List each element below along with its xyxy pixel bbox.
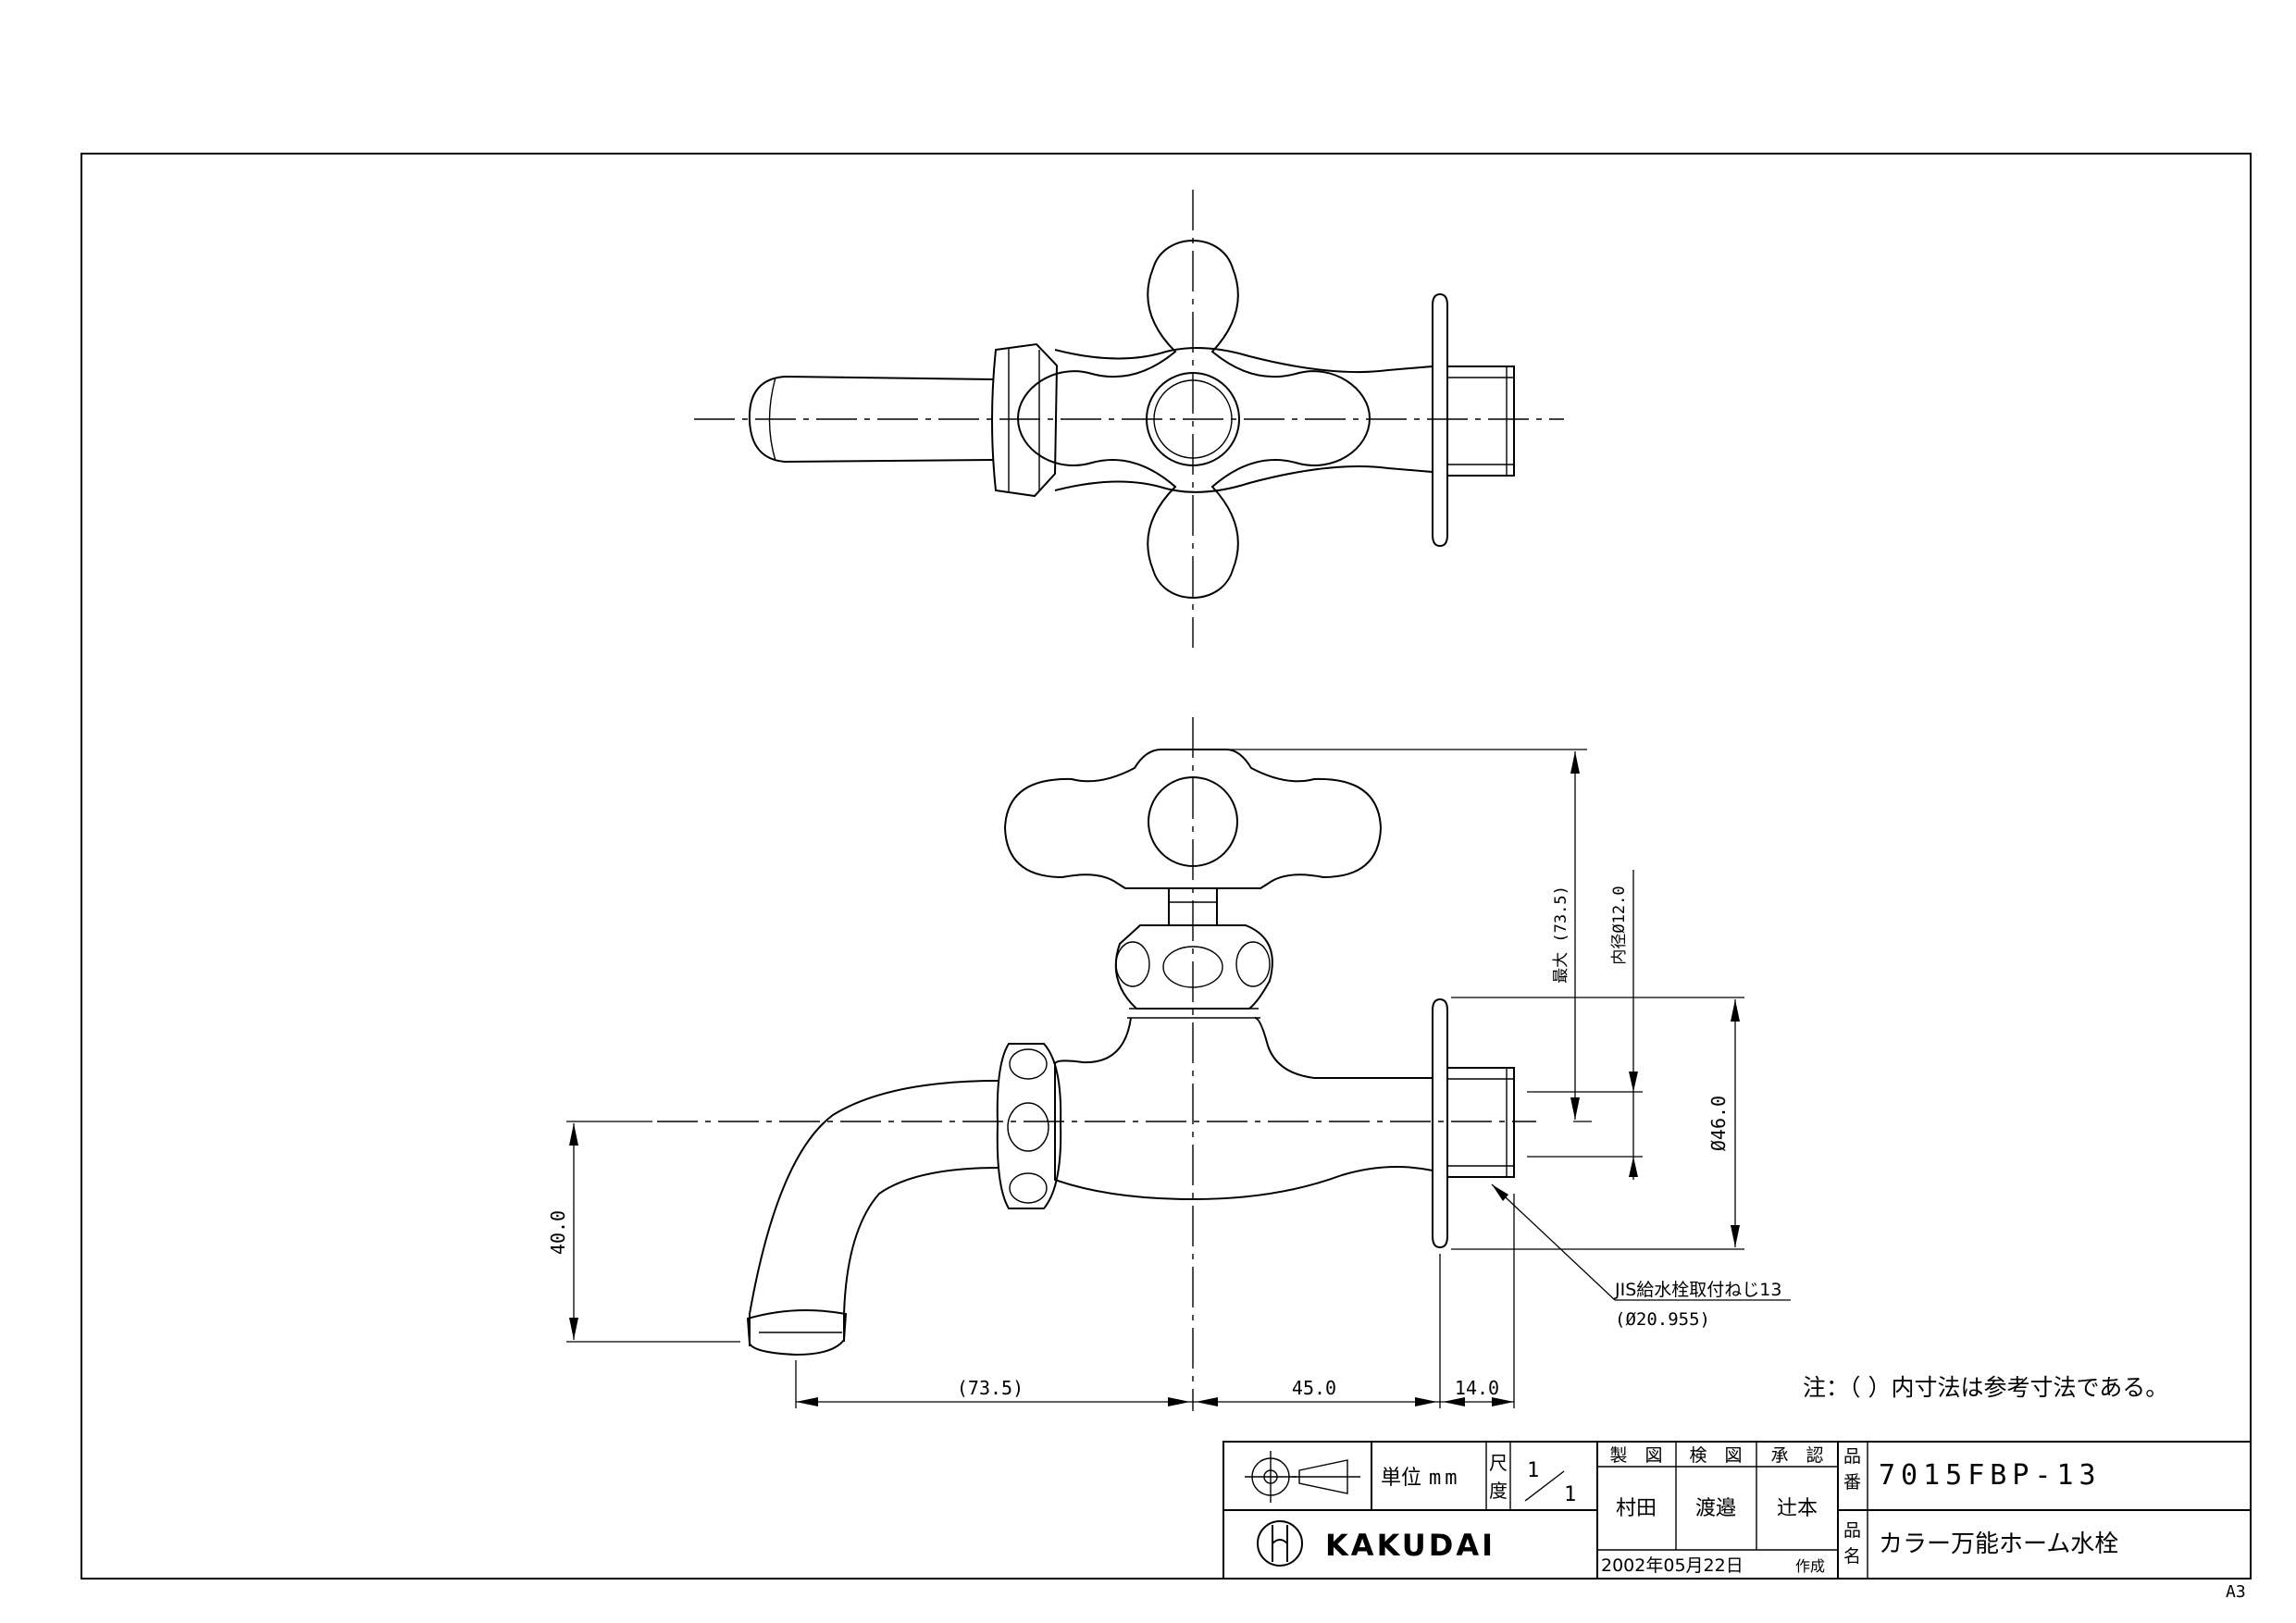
date-suffix: 作成 — [1795, 1557, 1825, 1575]
scale-denominator: 1 — [1564, 1483, 1576, 1506]
drawing-date: 2002年05月22日 — [1601, 1555, 1744, 1576]
checked-label: 検 図 — [1689, 1445, 1742, 1466]
dim-spout-reach: (73.5) — [957, 1377, 1024, 1399]
part-name-label-1: 品 — [1843, 1520, 1861, 1541]
part-no-label-1: 品 — [1843, 1446, 1861, 1467]
part-no-label-2: 番 — [1843, 1472, 1861, 1493]
scale-numerator: 1 — [1527, 1459, 1539, 1482]
dim-inner-diameter: 内径Ø12.0 — [1610, 886, 1629, 964]
dim-thread-diameter: (Ø20.955) — [1615, 1309, 1710, 1330]
unit-value: mm — [1429, 1467, 1461, 1490]
dim-flange-diameter: Ø46.0 — [1707, 1096, 1730, 1151]
part-name: カラー万能ホーム水栓 — [1879, 1530, 2118, 1558]
scale-label-2: 度 — [1489, 1480, 1508, 1502]
approved-by: 辻本 — [1777, 1497, 1818, 1520]
reference-note: 注：（ ）内寸法は参考寸法である。 — [1803, 1374, 2168, 1401]
unit-label: 単位 — [1381, 1467, 1421, 1490]
scale-label-1: 尺 — [1489, 1452, 1508, 1474]
title-block: 単位 mm 尺 度 1 1 製 図 検 図 承 認 村田 渡邉 辻本 2002年… — [1222, 1441, 2252, 1580]
dim-body-length: 45.0 — [1292, 1377, 1336, 1399]
sheet-size: A3 — [2226, 1582, 2246, 1602]
kakudai-logo-icon — [1257, 1520, 1303, 1567]
part-number: 7015FBP-13 — [1879, 1459, 2102, 1492]
part-name-label-2: 名 — [1843, 1546, 1861, 1567]
sheet-border — [81, 153, 2252, 1580]
company-name: KAKUDAI — [1325, 1528, 1496, 1563]
dimensions: 最大 (73.5) 内径Ø12.0 Ø46.0 40.0 (73.5) 45.0… — [547, 749, 1791, 1408]
dim-thread-length: 14.0 — [1455, 1377, 1499, 1399]
checked-by: 渡邉 — [1695, 1497, 1736, 1520]
side-view — [657, 717, 1536, 1411]
dim-max-height: 最大 (73.5) — [1552, 886, 1570, 984]
projection-symbol-icon — [1245, 1451, 1360, 1503]
made-by: 村田 — [1616, 1497, 1657, 1520]
approved-label: 承 認 — [1770, 1445, 1823, 1466]
made-label: 製 図 — [1609, 1445, 1662, 1466]
dim-thread-callout: JIS給水栓取付ねじ13 — [1614, 1280, 1781, 1300]
top-view — [694, 190, 1564, 648]
dim-spout-drop: 40.0 — [547, 1210, 569, 1255]
